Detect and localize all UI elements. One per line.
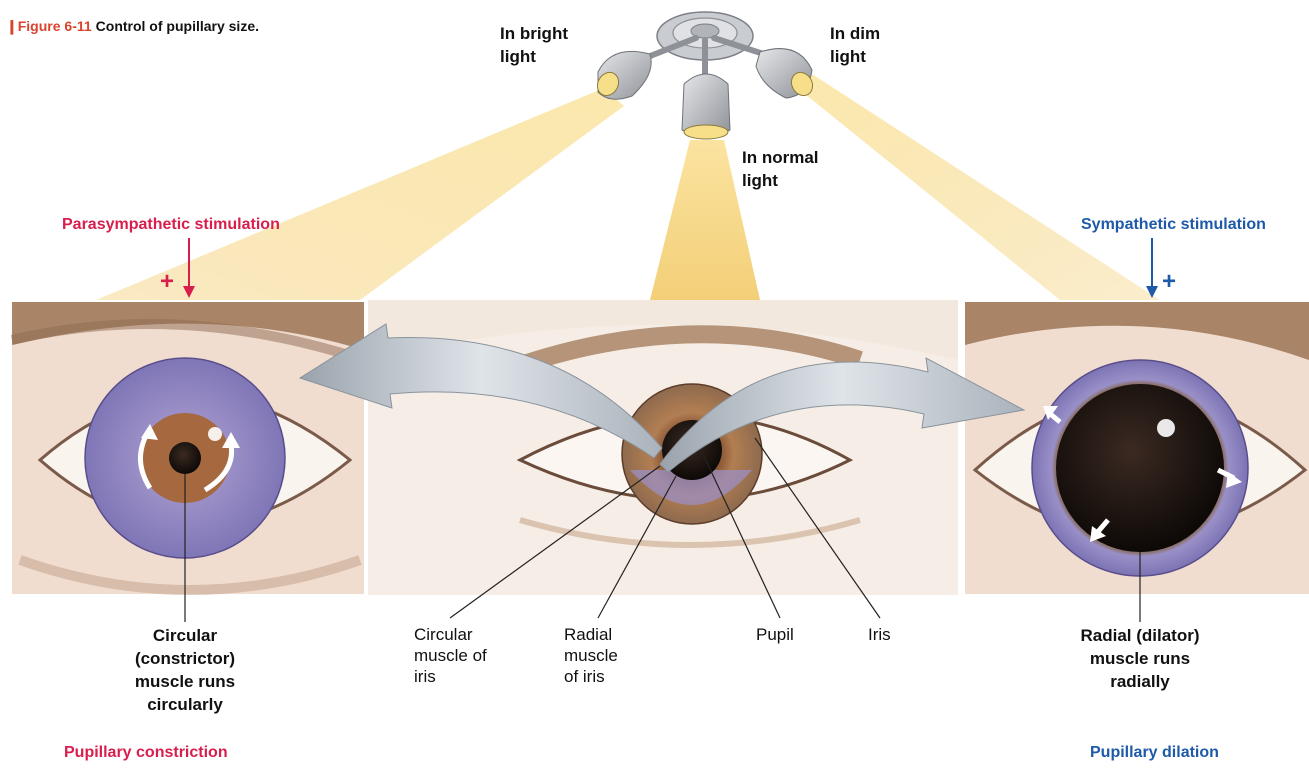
figure-title: Control of pupillary size. bbox=[96, 18, 259, 34]
sympathetic-plus: + bbox=[1162, 268, 1176, 296]
normal-light-label: In normal light bbox=[742, 146, 842, 192]
dim-light-beam bbox=[800, 74, 1160, 300]
parasympathetic-label: Parasympathetic stimulation bbox=[62, 216, 280, 234]
bright-light-beam bbox=[96, 88, 624, 300]
left-eye-constricted bbox=[12, 302, 364, 594]
radial-dilator-label: Radial (dilator) muscle runs radially bbox=[1070, 624, 1210, 693]
parasympathetic-plus: + bbox=[160, 268, 174, 296]
figure-number: Figure 6-11 bbox=[18, 18, 92, 34]
dilation-result: Pupillary dilation bbox=[1090, 744, 1219, 762]
sympathetic-label: Sympathetic stimulation bbox=[1081, 216, 1266, 234]
right-eye-dilated bbox=[965, 302, 1309, 594]
bright-light-label: In bright light bbox=[500, 22, 600, 68]
circular-constrictor-label: Circular (constrictor) muscle runs circu… bbox=[105, 624, 265, 716]
radial-muscle-label: Radial muscle of iris bbox=[564, 624, 628, 687]
sympathetic-arrow bbox=[1146, 238, 1158, 298]
constriction-result: Pupillary constriction bbox=[64, 744, 228, 762]
iris-label: Iris bbox=[868, 624, 891, 645]
dim-light-label: In dim light bbox=[830, 22, 910, 68]
ceiling-lamp-icon bbox=[593, 12, 816, 139]
pupil-label: Pupil bbox=[756, 624, 794, 645]
circular-muscle-label: Circular muscle of iris bbox=[414, 624, 488, 687]
